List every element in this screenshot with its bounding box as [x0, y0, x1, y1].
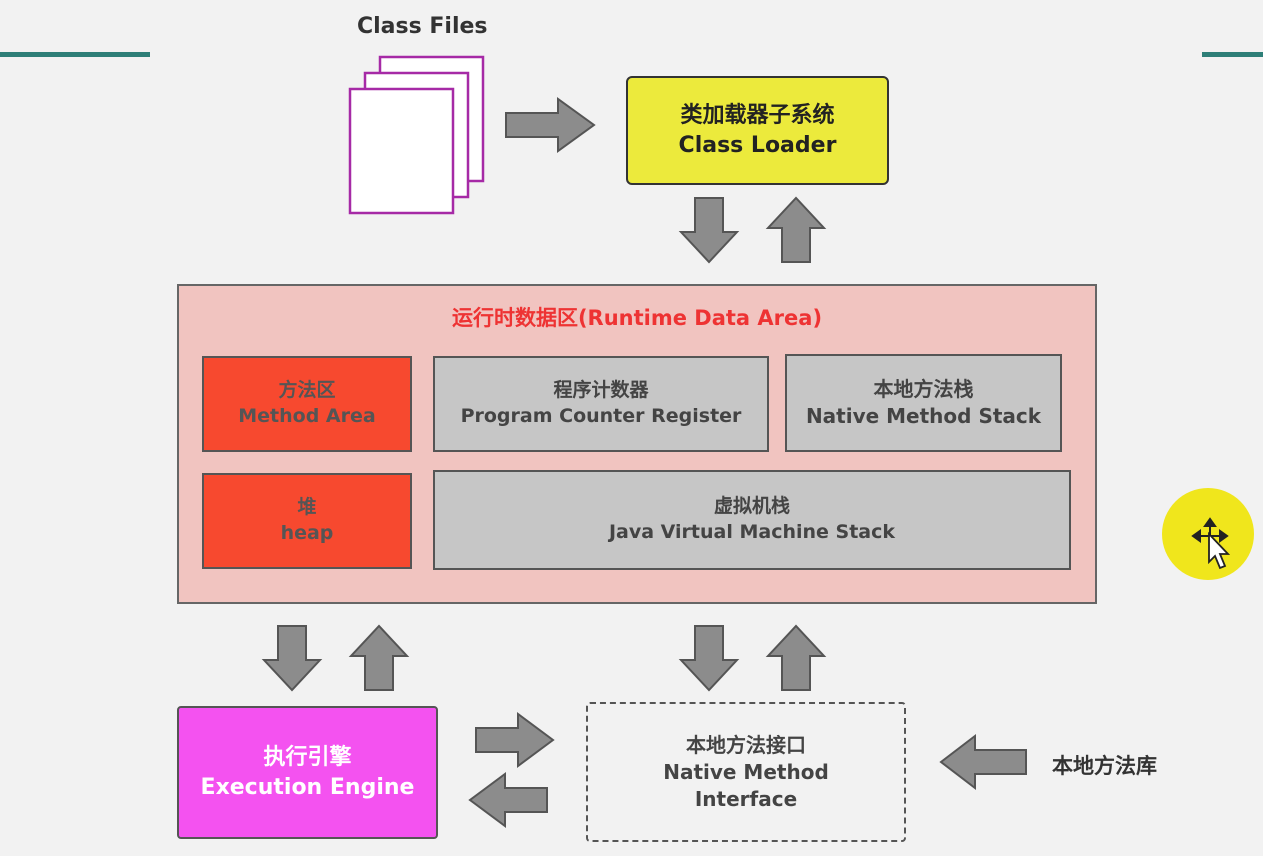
native-method-interface-box: 本地方法接口 Native Method Interface	[586, 702, 906, 842]
arrow-left-icon	[468, 772, 548, 828]
arrow-up-icon	[767, 625, 825, 691]
document-stack-icon	[348, 55, 485, 215]
arrow-right-icon	[505, 98, 595, 152]
jvm-stack-zh: 虚拟机栈	[713, 495, 790, 518]
native-method-interface-en1: Native Method	[663, 759, 829, 784]
class-loader-zh: 类加载器子系统	[680, 102, 835, 128]
native-method-library-label: 本地方法库	[1052, 754, 1157, 778]
native-method-interface-en2: Interface	[694, 786, 798, 811]
heap-zh: 堆	[297, 496, 317, 519]
class-files-label: Class Files	[357, 14, 488, 39]
jvm-stack-box: 虚拟机栈 Java Virtual Machine Stack	[433, 470, 1071, 570]
program-counter-zh: 程序计数器	[553, 379, 649, 402]
execution-engine-en: Execution Engine	[200, 774, 415, 800]
accent-line-left	[0, 52, 150, 57]
method-area-zh: 方法区	[278, 379, 336, 402]
heap-box: 堆 heap	[202, 473, 412, 569]
execution-engine-box: 执行引擎 Execution Engine	[177, 706, 438, 839]
arrow-down-icon	[263, 625, 321, 691]
native-method-stack-zh: 本地方法栈	[873, 377, 974, 401]
native-method-interface-zh: 本地方法接口	[686, 732, 806, 757]
program-counter-box: 程序计数器 Program Counter Register	[433, 356, 769, 452]
arrow-down-icon	[680, 197, 738, 263]
method-area-en: Method Area	[238, 405, 376, 427]
execution-engine-zh: 执行引擎	[263, 744, 352, 770]
cursor-highlight	[1162, 488, 1254, 580]
arrow-up-icon	[767, 197, 825, 263]
arrow-down-icon	[680, 625, 738, 691]
method-area-box: 方法区 Method Area	[202, 356, 412, 452]
heap-en: heap	[280, 522, 334, 544]
program-counter-en: Program Counter Register	[460, 405, 742, 427]
arrow-right-icon	[475, 712, 555, 768]
jvm-stack-en: Java Virtual Machine Stack	[608, 521, 896, 543]
class-loader-box: 类加载器子系统 Class Loader	[626, 76, 889, 185]
arrow-left-icon	[939, 733, 1027, 791]
native-method-stack-en: Native Method Stack	[805, 404, 1042, 428]
accent-line-right	[1202, 52, 1263, 57]
arrow-up-icon	[350, 625, 408, 691]
class-loader-en: Class Loader	[678, 132, 837, 158]
native-method-stack-box: 本地方法栈 Native Method Stack	[785, 354, 1062, 452]
runtime-data-area-title: 运行时数据区(Runtime Data Area)	[451, 306, 823, 330]
